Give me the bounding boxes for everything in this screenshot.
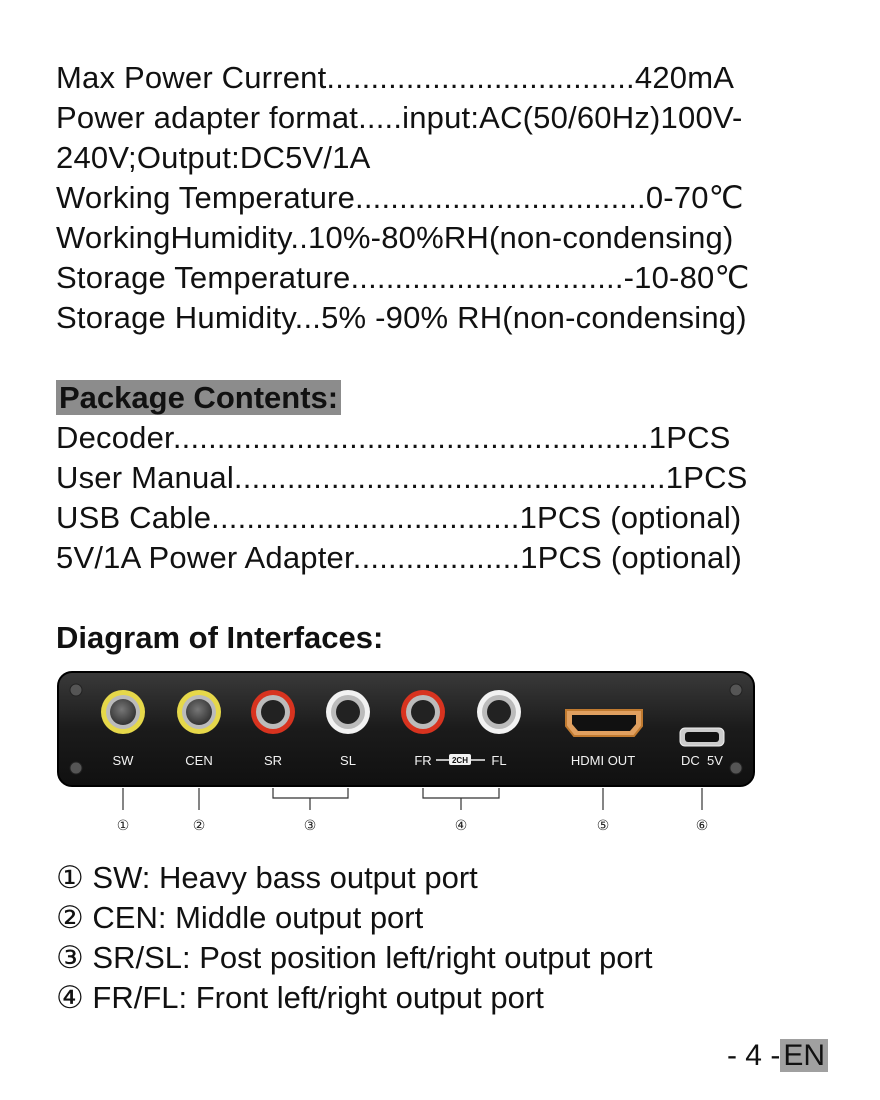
port-label-fr: FR [414,753,431,768]
package-item-adapter: 5V/1A Power Adapter...................1P… [56,540,743,575]
spec-adapter-format: Power adapter format.....input:AC(50/60H… [56,100,743,135]
spec-storage-humidity: Storage Humidity...5% -90% RH(non-conden… [56,300,747,335]
port-label-fl: FL [491,753,506,768]
package-heading: Package Contents: [56,378,342,418]
jack-fr-icon [401,690,445,734]
callout-6: ⑥ [696,818,709,834]
package-item-usb: USB Cable...............................… [56,500,742,535]
legend-sr-sl: ③ SR/SL: Post position left/right output… [56,940,653,975]
panel-body [57,671,755,787]
jack-fl-icon [477,690,521,734]
port-label-hdmi-out: HDMI OUT [571,753,635,768]
2ch-badge [449,754,471,765]
port-label-dc-5v: DC 5V [681,753,723,768]
callout-5: ⑤ [597,818,610,834]
jack-sl-icon [326,690,370,734]
callout-lines [122,788,703,810]
spec-working-humidity: WorkingHumidity..10%-80%RH(non-condensin… [56,220,734,255]
jack-sr-icon [251,690,295,734]
callout-1: ① [117,818,130,834]
callout-2: ② [193,818,206,834]
package-item-manual: User Manual.............................… [56,460,748,495]
spec-adapter-format-cont: 240V;Output:DC5V/1A [56,140,371,175]
port-label-2ch: 2CH [452,756,468,765]
page-number: - 4 -EN [727,1036,828,1076]
package-item-decoder: Decoder.................................… [56,420,731,455]
legend-sw: ① SW: Heavy bass output port [56,860,478,895]
package-heading-text: Package Contents: [56,380,342,415]
legend-fr-fl: ④ FR/FL: Front left/right output port [56,980,544,1015]
port-label-sl: SL [340,753,356,768]
spec-working-temp: Working Temperature.....................… [56,180,744,215]
legend-cen: ② CEN: Middle output port [56,900,424,935]
page-number-text: - 4 - [726,1039,781,1072]
port-label-sr: SR [264,753,282,768]
callout-3: ③ [304,818,317,834]
micro-usb-port-icon [679,727,725,747]
spec-storage-temp: Storage Temperature.....................… [56,260,750,295]
port-label-cen: CEN [185,753,212,768]
diagram-heading: Diagram of Interfaces: [56,620,384,655]
spec-max-power: Max Power Current.......................… [56,60,735,95]
hdmi-port-icon [565,709,643,737]
port-label-sw: SW [113,753,135,768]
page-lang-badge: EN [780,1039,828,1072]
interface-panel-diagram: SW CEN SR SL FR FL HDMI OUT DC 5V 2CH ① … [57,671,755,834]
screw-icon [69,683,743,775]
callout-4: ④ [455,818,468,834]
jack-cen-icon [177,690,221,734]
jack-sw-icon [101,690,145,734]
